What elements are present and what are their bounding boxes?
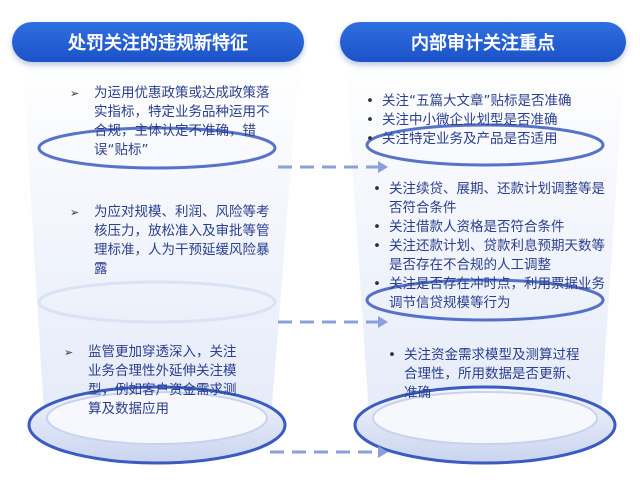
- left-header: 处罚关注的违规新特征: [12, 22, 304, 62]
- right-group-2: 关注续贷、展期、还款计划调整等是否符合条件 关注借款人资格是否符合条件 关注还款…: [373, 180, 609, 313]
- left-item-2: 为应对规模、利润、风险等考核压力，放松准入及审批等管理标准，人为干预延缓风险暴露: [70, 203, 274, 279]
- right-item: 关注资金需求模型及测算过程合理性，所用数据是否更新、准确: [388, 346, 588, 403]
- right-header: 内部审计关注重点: [340, 22, 626, 62]
- right-item: 关注“五篇大文章”贴标是否准确: [366, 92, 626, 111]
- right-item: 关注还款计划、贷款利息预期天数等是否存在不合规的人工调整: [373, 237, 609, 275]
- right-item: 关注借款人资格是否符合条件: [373, 218, 609, 237]
- left-item-text: 为应对规模、利润、风险等考核压力，放松准入及审批等管理标准，人为干预延缓风险暴露: [70, 203, 274, 279]
- right-group-3: 关注资金需求模型及测算过程合理性，所用数据是否更新、准确: [388, 346, 588, 403]
- right-item: 关注中小微企业划型是否准确: [366, 111, 626, 130]
- right-item: 关注续贷、展期、还款计划调整等是否符合条件: [373, 180, 609, 218]
- right-item: 关注特定业务及产品是否适用: [366, 130, 626, 149]
- right-item: 关注是否存在冲时点，利用票据业务调节信贷规模等行为: [373, 275, 609, 313]
- right-group-1: 关注“五篇大文章”贴标是否准确 关注中小微企业划型是否准确 关注特定业务及产品是…: [366, 92, 626, 149]
- left-item-1: 为运用优惠政策或达成政策落实指标，特定业务品种运用不合规，主体认定不准确，错误“…: [70, 84, 278, 160]
- dashed-arrows: [270, 165, 378, 454]
- left-item-3: 监管更加穿透深入，关注业务合理性外延伸关注模型，例如客户资金需求测算及数据应用: [64, 343, 248, 419]
- left-item-text: 为运用优惠政策或达成政策落实指标，特定业务品种运用不合规，主体认定不准确，错误“…: [70, 84, 278, 160]
- left-item-text: 监管更加穿透深入，关注业务合理性外延伸关注模型，例如客户资金需求测算及数据应用: [64, 343, 248, 419]
